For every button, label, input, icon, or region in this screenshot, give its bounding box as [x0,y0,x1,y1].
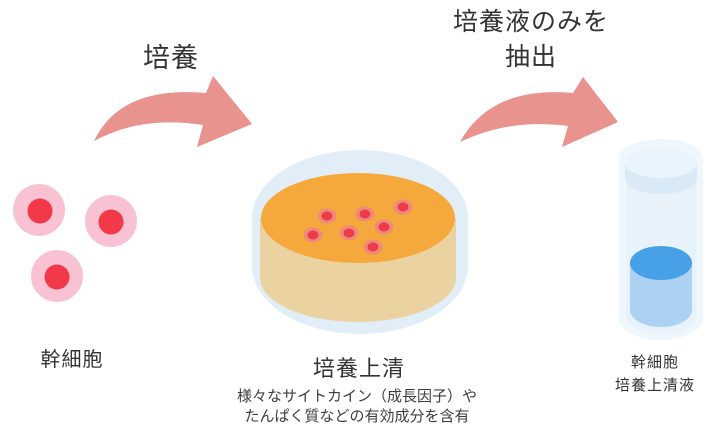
floating-cell-nucleus [378,222,390,232]
supernatant-note-line2: たんぱく質などの有効成分を含有 [244,409,470,425]
stem-cell-nucleus [27,198,53,224]
floating-cells [303,199,413,255]
stem-cell-nucleus [44,264,70,290]
curved-arrow-shape [94,76,252,147]
culture-arrow-icon [94,76,252,147]
stem-cell-nucleus [98,209,124,235]
vial-illustration [619,139,703,340]
floating-cell-nucleus [307,230,319,240]
floating-cell-nucleus [359,209,371,219]
extract-arrow-label-line1: 培養液のみを [452,9,609,36]
supernatant-note-line1: 様々なサイトカイン（成長因子）や [236,389,477,405]
vial-label: 幹細胞 培養上清液 [595,352,715,398]
culture-supernatant-label: 培養上清 [312,356,405,381]
floating-cell-nucleus [343,228,355,238]
extract-arrow-label: 培養液のみを 抽出 [441,5,621,75]
stem-cells-illustration [13,184,137,302]
floating-cell-nucleus [397,202,409,212]
vial-label-line2: 培養上清液 [614,378,695,394]
petri-dish-illustration [252,150,468,334]
vial-cap [625,148,697,194]
supernatant-surface [630,246,692,280]
curved-arrow-shape [460,77,618,147]
stem-cells-label: 幹細胞 [40,349,104,371]
culture-arrow-label: 培養 [143,43,199,73]
extract-arrow-icon [460,77,618,147]
supernatant-note: 様々なサイトカイン（成長因子）や たんぱく質などの有効成分を含有 [217,387,497,427]
vial-label-line1: 幹細胞 [630,355,679,371]
floating-cell-nucleus [367,242,379,252]
vial-cap-top [625,148,697,178]
floating-cell-nucleus [321,211,333,221]
supernatant-bottom [630,293,692,327]
extract-arrow-label-line2: 抽出 [504,44,557,71]
vial-liquid [630,246,692,327]
